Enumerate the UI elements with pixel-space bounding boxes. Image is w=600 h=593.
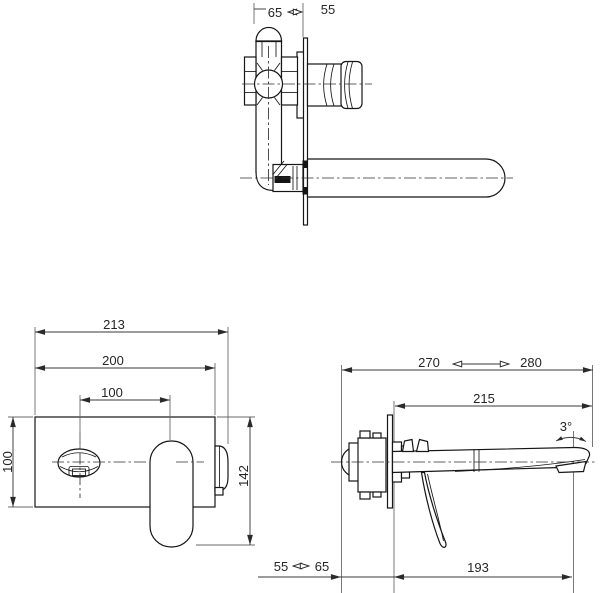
wall-plate-side [386, 414, 394, 509]
elbow-connector [272, 160, 308, 195]
spout-assembled [391, 446, 591, 474]
dim-label-spout-to-handle: 100 [101, 385, 123, 400]
front-view: 213 200 100 100 142 [0, 317, 255, 548]
assembled-side-view: 270 280 215 3° 55 65 193 [258, 355, 597, 593]
handle-lever-side [401, 438, 447, 548]
dim-label-overall-height: 142 [236, 465, 251, 487]
dim-label-spout-reach: 215 [473, 391, 495, 406]
dim-label-overall-width: 213 [103, 317, 125, 332]
dim-label-plate-width: 200 [102, 353, 124, 368]
spout-tip-front [214, 445, 229, 496]
spout-outlet-front [57, 448, 101, 478]
dim-label-spout-length: 193 [467, 560, 489, 575]
dim-label-overall-depth-max: 280 [520, 355, 542, 370]
dim-label-wall-adjust-max: 65 [315, 559, 329, 574]
dim-label-spout-angle: 3° [560, 419, 572, 434]
dim-label-depth-adjust-max: 55 [321, 2, 335, 17]
dim-label-plate-height: 100 [0, 451, 15, 473]
valve-cartridge [243, 56, 299, 106]
dim-label-wall-adjust-min: 55 [274, 559, 288, 574]
aerator-outlet [555, 460, 587, 474]
angle-arc [555, 436, 587, 442]
dim-label-depth-adjust-min: 65 [268, 5, 282, 20]
dim-label-overall-depth-min: 270 [418, 355, 440, 370]
rough-in-valve-side-view: 65 55 [240, 2, 513, 226]
handle-front [149, 440, 194, 548]
in-wall-valve-body [340, 430, 387, 500]
wall-plate-edge [302, 37, 309, 226]
cartridge-barrel [306, 60, 363, 110]
set-screw [274, 176, 291, 183]
